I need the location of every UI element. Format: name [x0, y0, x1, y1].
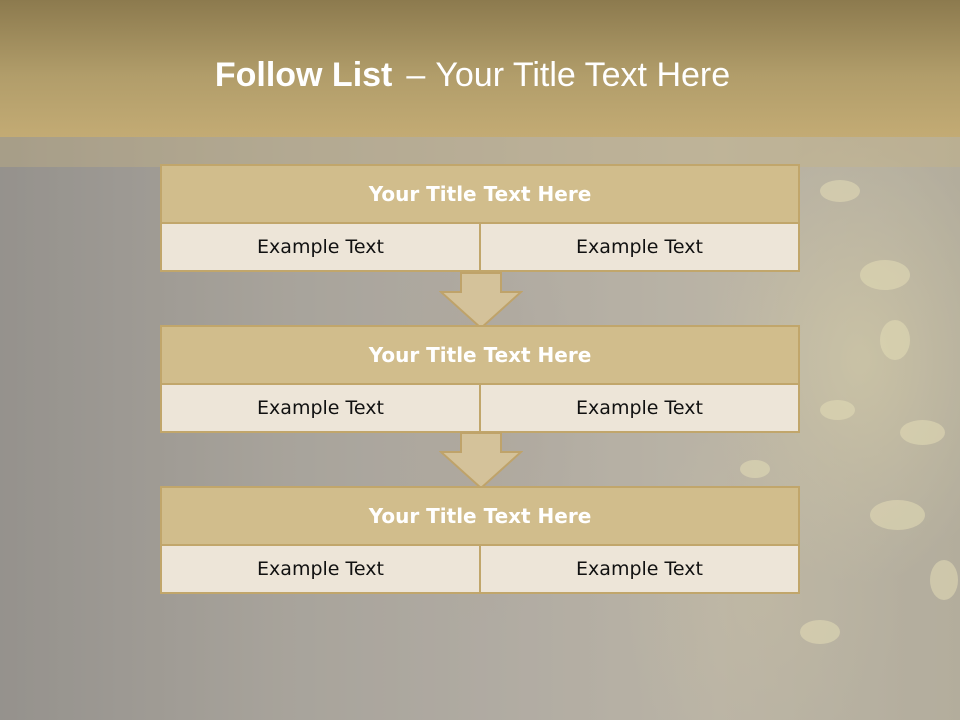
slide-title-bold: Follow List [214, 56, 393, 94]
step-title-1[interactable]: Your Title Text Here [162, 166, 798, 224]
step-3-left-text[interactable]: Example Text [162, 546, 479, 592]
step-2-left-text[interactable]: Example Text [162, 385, 479, 431]
slide-title-rest: Your Title Text Here [435, 56, 731, 94]
step-row-1: Example Text Example Text [162, 224, 798, 270]
step-title-2[interactable]: Your Title Text Here [162, 327, 798, 385]
down-arrow-icon [439, 432, 523, 490]
down-arrow-icon [439, 272, 523, 330]
step-row-2: Example Text Example Text [162, 385, 798, 431]
step-2-right-text[interactable]: Example Text [479, 385, 798, 431]
slide-title-dash: – [406, 56, 426, 94]
step-3-right-text[interactable]: Example Text [479, 546, 798, 592]
step-box-1[interactable]: Your Title Text Here Example Text Exampl… [160, 164, 800, 272]
step-row-3: Example Text Example Text [162, 546, 798, 592]
step-1-right-text[interactable]: Example Text [479, 224, 798, 270]
slide-title[interactable]: Follow List–Your Title Text Here [0, 56, 945, 95]
title-bar [0, 0, 960, 137]
step-box-3[interactable]: Your Title Text Here Example Text Exampl… [160, 486, 800, 594]
step-1-left-text[interactable]: Example Text [162, 224, 479, 270]
step-box-2[interactable]: Your Title Text Here Example Text Exampl… [160, 325, 800, 433]
step-title-3[interactable]: Your Title Text Here [162, 488, 798, 546]
title-bar-shadow [0, 137, 960, 167]
